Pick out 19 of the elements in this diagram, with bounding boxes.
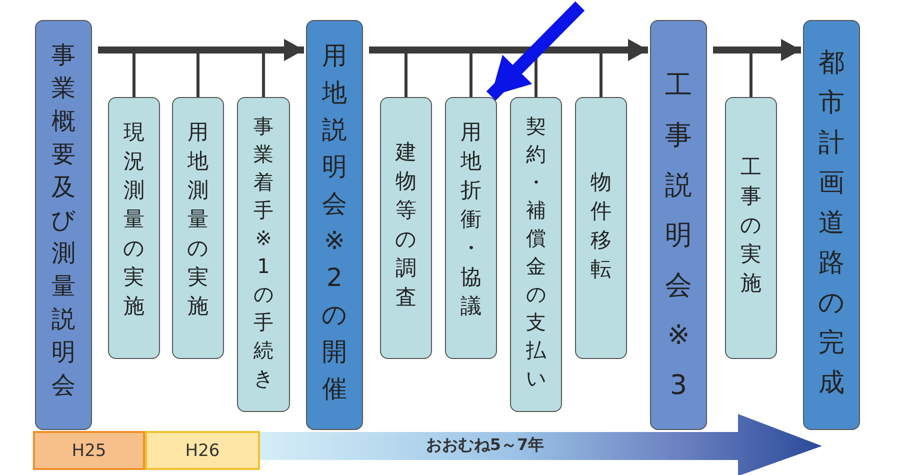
arrow [713, 38, 801, 62]
arrow [98, 38, 304, 62]
milestone-box: 用地説明会※2の開催 [306, 20, 363, 430]
step-box: 事業着手※1の手続き [237, 97, 290, 412]
arrow [369, 38, 648, 62]
step-box: 用地測量の実施 [172, 97, 224, 359]
milestone-box: 工事説明会※3 [650, 20, 707, 430]
step-box: 物件移転 [575, 97, 627, 359]
period-label: H26 [145, 431, 260, 470]
duration-label: おおむね5～7年 [424, 434, 546, 456]
step-box: 工事の実施 [725, 97, 777, 359]
step-box: 用地折衝・協議 [445, 97, 497, 359]
step-box: 建物等の調査 [380, 97, 432, 359]
step-box: 契約・補償金の支払い [510, 97, 562, 412]
milestone-box: 事業概要及び測量説明会 [35, 20, 92, 430]
step-box: 現況測量の実施 [108, 97, 160, 359]
milestone-box: 都市計画道路の完成 [803, 20, 860, 430]
pointer-arrow [486, 1, 585, 101]
period-label: H25 [33, 431, 145, 470]
